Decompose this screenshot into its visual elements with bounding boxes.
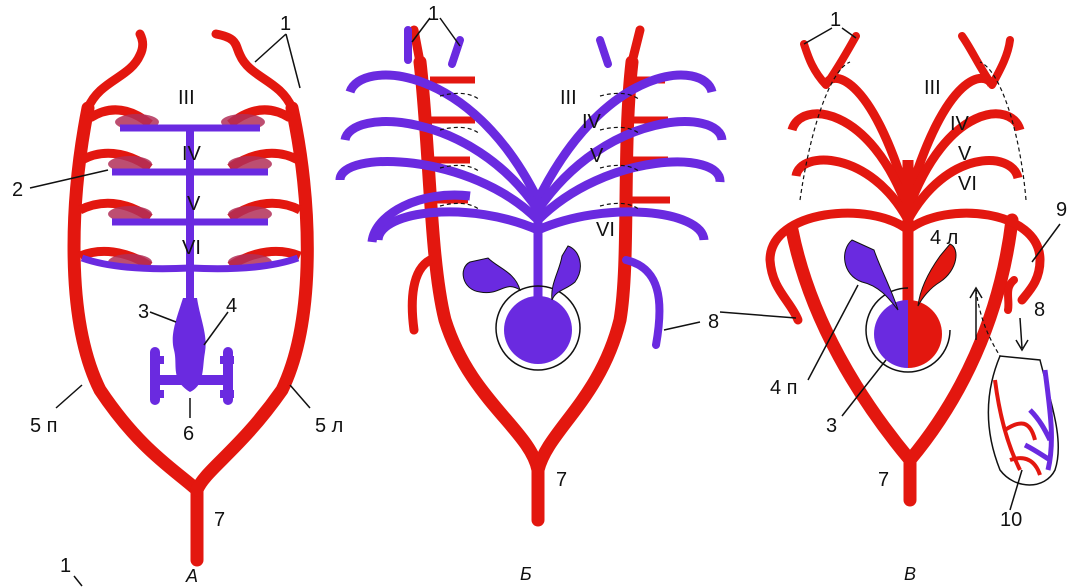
panel-c-label-4p: 4 п <box>770 377 798 399</box>
panel-a-label-v: V <box>187 193 201 215</box>
panel-b-caption: Б <box>520 564 532 584</box>
panel-a-label-2: 2 <box>12 179 23 201</box>
panel-c-caption: В <box>904 564 916 584</box>
panel-c-label-iv: IV <box>950 113 970 135</box>
panel-c-label-9: 9 <box>1056 199 1067 221</box>
panel-a-label-iv: IV <box>182 143 202 165</box>
panel-b: 1 III IV V VI 7 8 Б <box>340 3 722 584</box>
panel-a-label-6: 6 <box>183 423 194 445</box>
panel-c: 1 III IV V VI 4 л 4 п 3 7 8 9 10 В <box>720 9 1067 584</box>
panel-a-label-3: 3 <box>138 301 149 323</box>
panel-a-label-5l: 5 л <box>315 415 343 437</box>
panel-a-right-carotid <box>216 34 292 108</box>
panel-c-left-branch <box>770 260 798 320</box>
bottom-fragment-label: 1 <box>60 555 71 577</box>
panel-c-ventricle-red <box>908 300 942 368</box>
panel-b-label-v: V <box>590 145 604 167</box>
panel-b-right-carotid <box>632 30 640 62</box>
panel-b-label-iv: IV <box>582 111 602 133</box>
panel-a-label-vi: VI <box>182 237 201 259</box>
panel-a: 1 2 3 4 5 п 5 л 6 7 III IV V VI А <box>12 13 343 586</box>
panel-b-right-side-vessel <box>626 260 660 345</box>
panel-a-label-4: 4 <box>226 295 237 317</box>
panel-c-atrium-left-4p <box>845 240 898 310</box>
panel-b-label-1: 1 <box>428 3 439 25</box>
panel-b-atrium-left <box>463 258 520 293</box>
panel-a-label-5p: 5 п <box>30 415 58 437</box>
panel-c-arrow-down <box>1016 318 1028 350</box>
panel-a-leader-3 <box>150 312 176 322</box>
panel-a-leader-4 <box>204 312 228 345</box>
bottom-fragment: 1 <box>60 555 82 586</box>
panel-b-label-7: 7 <box>556 469 567 491</box>
panel-b-label-iii: III <box>560 87 577 109</box>
panel-c-lung-arteries <box>995 380 1040 475</box>
panel-b-atrium-right <box>552 246 581 300</box>
panel-c-label-10: 10 <box>1000 509 1022 531</box>
panel-a-left-carotid <box>88 34 143 108</box>
panel-b-leader-8 <box>664 322 700 330</box>
panel-c-leader-10 <box>1010 470 1022 510</box>
panel-c-label-vi: VI <box>958 173 977 195</box>
panel-c-atrium-right-4l <box>918 244 956 306</box>
panel-c-ventricle-blue <box>874 300 908 368</box>
panel-b-left-side-vessel <box>412 260 430 330</box>
bottom-fragment-leader <box>74 576 82 586</box>
panel-b-ventricle <box>504 296 572 364</box>
panel-c-label-3: 3 <box>826 415 837 437</box>
panel-c-right-branch-8 <box>1008 280 1014 310</box>
panel-c-lung-veins <box>1025 370 1051 470</box>
panel-a-leader-5l <box>290 385 310 408</box>
panel-c-label-7: 7 <box>878 469 889 491</box>
panel-a-label-1: 1 <box>280 13 291 35</box>
panel-b-carotid-blue-right <box>600 40 608 64</box>
panel-a-caption: А <box>185 566 198 586</box>
panel-a-leader-5p <box>56 385 82 408</box>
panel-c-label-v: V <box>958 143 972 165</box>
panel-a-label-7: 7 <box>214 509 225 531</box>
panel-c-leader-8 <box>720 312 796 318</box>
panel-c-label-1: 1 <box>830 9 841 31</box>
panel-c-label-iii: III <box>924 77 941 99</box>
panel-c-label-8: 8 <box>1034 299 1045 321</box>
panel-b-label-vi: VI <box>596 219 615 241</box>
panel-c-right-branch-9 <box>1022 260 1040 300</box>
panel-a-label-iii: III <box>178 87 195 109</box>
panel-a-leader-2 <box>30 170 108 188</box>
panel-b-label-8: 8 <box>708 311 719 333</box>
panel-c-label-4l: 4 л <box>930 227 958 249</box>
panel-b-arch-iii <box>350 75 712 200</box>
